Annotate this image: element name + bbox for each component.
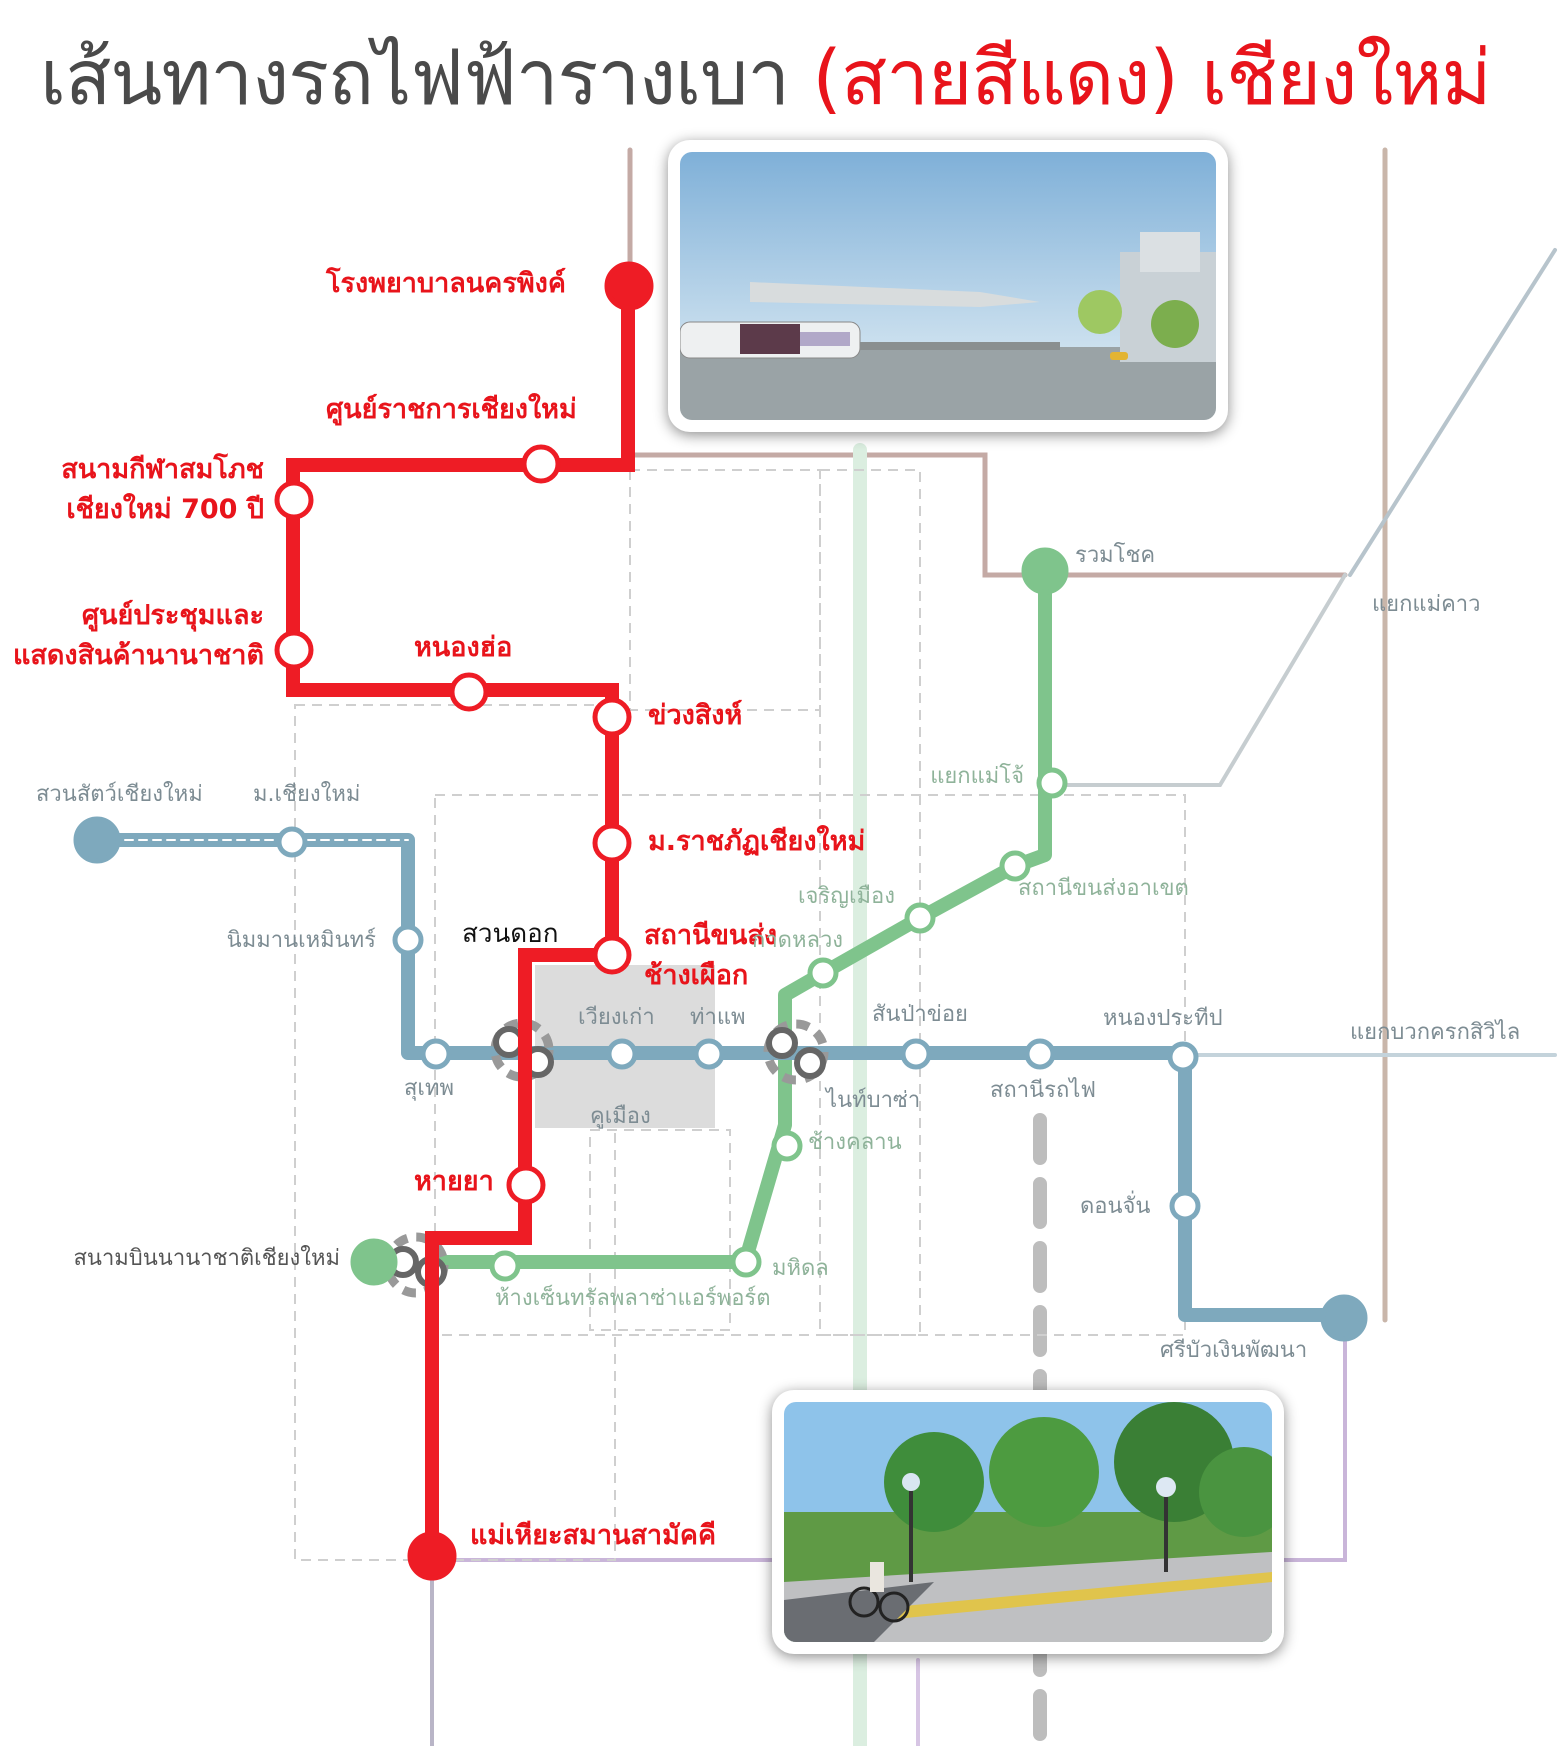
station-nakhonping	[604, 261, 654, 311]
station-nong-ho	[449, 672, 489, 712]
station-zoo	[73, 816, 121, 864]
station-mae-hia	[407, 1531, 457, 1581]
label-don-chan: ดอนจั่น	[1080, 1194, 1151, 1219]
label-kad-luang: กาดหลวง	[752, 928, 844, 953]
label-night-bazaar: ไนท์บาซ่า	[826, 1088, 921, 1113]
title-highlight: (สายสีแดง) เชียงใหม่	[812, 33, 1491, 122]
label-government-center: ศูนย์ราชการเชียงใหม่	[326, 394, 577, 425]
zone-upper	[629, 469, 821, 711]
station-airport-green	[350, 1238, 398, 1286]
station-stadium	[274, 480, 314, 520]
label-san-pa-khoi: สันป่าข่อย	[872, 1002, 968, 1027]
label-airport: สนามบินนานาชาติเชียงใหม่	[73, 1246, 340, 1271]
red-stations	[274, 261, 654, 1581]
station-railway	[1024, 1038, 1056, 1070]
label-arcade: สถานีขนส่งอาเขต	[1018, 876, 1189, 901]
label-nakhonping: โรงพยาบาลนครพิงค์	[326, 268, 566, 299]
label-railway: สถานีรถไฟ	[990, 1078, 1096, 1103]
station-suthep	[420, 1038, 452, 1070]
label-mae-jo: แยกแม่โจ้	[930, 764, 1024, 789]
station-si-bua	[1320, 1294, 1368, 1342]
blue-line-path	[90, 833, 1354, 1322]
label-wiang-kao: เวียงเก่า	[578, 1005, 655, 1030]
red-line-path	[286, 287, 635, 1555]
station-chang-khlan	[771, 1130, 803, 1162]
interchange-night-bazaar	[763, 1019, 829, 1085]
road-diagonal-2	[1048, 573, 1347, 787]
station-haiya	[506, 1165, 546, 1205]
label-cmu: ม.เชียงใหม่	[253, 782, 361, 807]
tram-station-image	[680, 152, 1216, 420]
title-prefix: เส้นทางรถไฟฟ้ารางเบา	[40, 33, 813, 122]
label-ruam-chok: รวมโชค	[1075, 543, 1156, 568]
label-nong-ho: หนองฮ่อ	[414, 632, 513, 663]
label-mae-khao: แยกแม่คาว	[1372, 592, 1481, 617]
station-don-chan	[1169, 1190, 1201, 1222]
label-nimman: นิมมานเหมินทร์	[226, 928, 376, 953]
station-rajabhat	[592, 823, 632, 863]
tram-station-photo	[668, 140, 1228, 432]
station-wiang-kao	[606, 1038, 638, 1070]
label-mahidol: มหิดล	[772, 1256, 829, 1281]
station-mahidol	[730, 1246, 762, 1278]
page-title: เส้นทางรถไฟฟ้ารางเบา (สายสีแดง) เชียงใหม…	[40, 18, 1492, 138]
blue-stations	[73, 816, 1368, 1342]
label-chang-phueak-1: สถานีขนส่ง	[644, 920, 778, 951]
interchange-suan-dok	[490, 1018, 554, 1082]
label-khuang-sing: ข่วงสิงห์	[648, 700, 743, 731]
station-nimman	[392, 924, 424, 956]
label-mae-hia: แม่เหียะสมานสามัคคี	[470, 1520, 717, 1551]
station-central	[489, 1250, 521, 1282]
station-san-pa-khoi	[900, 1038, 932, 1070]
label-si-bua: ศรีบัวเงินพัฒนา	[1160, 1338, 1308, 1363]
station-chang-phueak	[592, 935, 632, 975]
station-kad-luang	[807, 957, 839, 989]
park-walkway-photo	[772, 1390, 1284, 1654]
station-khuang-sing	[592, 697, 632, 737]
label-stadium-2: เชียงใหม่ 700 ปี	[66, 494, 264, 525]
station-mae-jo	[1036, 767, 1068, 799]
label-convention-1: ศูนย์ประชุมและ	[81, 600, 264, 631]
label-suan-dok: สวนดอก	[462, 919, 559, 949]
station-convention	[274, 630, 314, 670]
interchange-night-bazaar-inner-2	[794, 1047, 826, 1079]
label-chang-khlan: ช้างคลาน	[808, 1130, 902, 1155]
station-cmu	[276, 826, 308, 858]
station-government-center	[521, 444, 561, 484]
label-charoen-mueang: เจริญเมือง	[798, 884, 895, 909]
label-zoo: สวนสัตว์เชียงใหม่	[36, 782, 203, 807]
station-nong-prathip	[1167, 1041, 1199, 1073]
label-bawk-krok: แยกบวกครกสิวิไล	[1350, 1020, 1521, 1045]
green-stations	[350, 547, 1069, 1286]
label-convention-2: แสดงสินค้านานาชาติ	[12, 640, 264, 671]
station-ruam-chok	[1021, 547, 1069, 595]
interchange-night-bazaar-inner-1	[766, 1027, 798, 1059]
park-walkway-image	[784, 1402, 1272, 1642]
label-rajabhat: ม.ราชภัฏเชียงใหม่	[648, 826, 866, 857]
label-khu-mueang: คูเมือง	[590, 1104, 651, 1129]
station-tha-phae	[693, 1038, 725, 1070]
label-chang-phueak-2: ช้างเผือก	[644, 960, 749, 991]
station-charoen-mueang	[904, 902, 936, 934]
road-purple-south	[438, 1328, 1347, 1562]
zone-lower	[589, 1129, 731, 1331]
label-suthep: สุเทพ	[404, 1076, 454, 1101]
road-diagonal	[1348, 248, 1557, 577]
label-nong-prathip: หนองประทีป	[1103, 1006, 1223, 1031]
label-central: ห้างเซ็นทรัลพลาซ่าแอร์พอร์ต	[495, 1286, 771, 1311]
label-tha-phae: ท่าแพ	[690, 1005, 746, 1030]
label-stadium-1: สนามกีฬาสมโภช	[61, 454, 264, 485]
station-arcade	[999, 850, 1031, 882]
label-haiya: หายยา	[414, 1166, 494, 1197]
